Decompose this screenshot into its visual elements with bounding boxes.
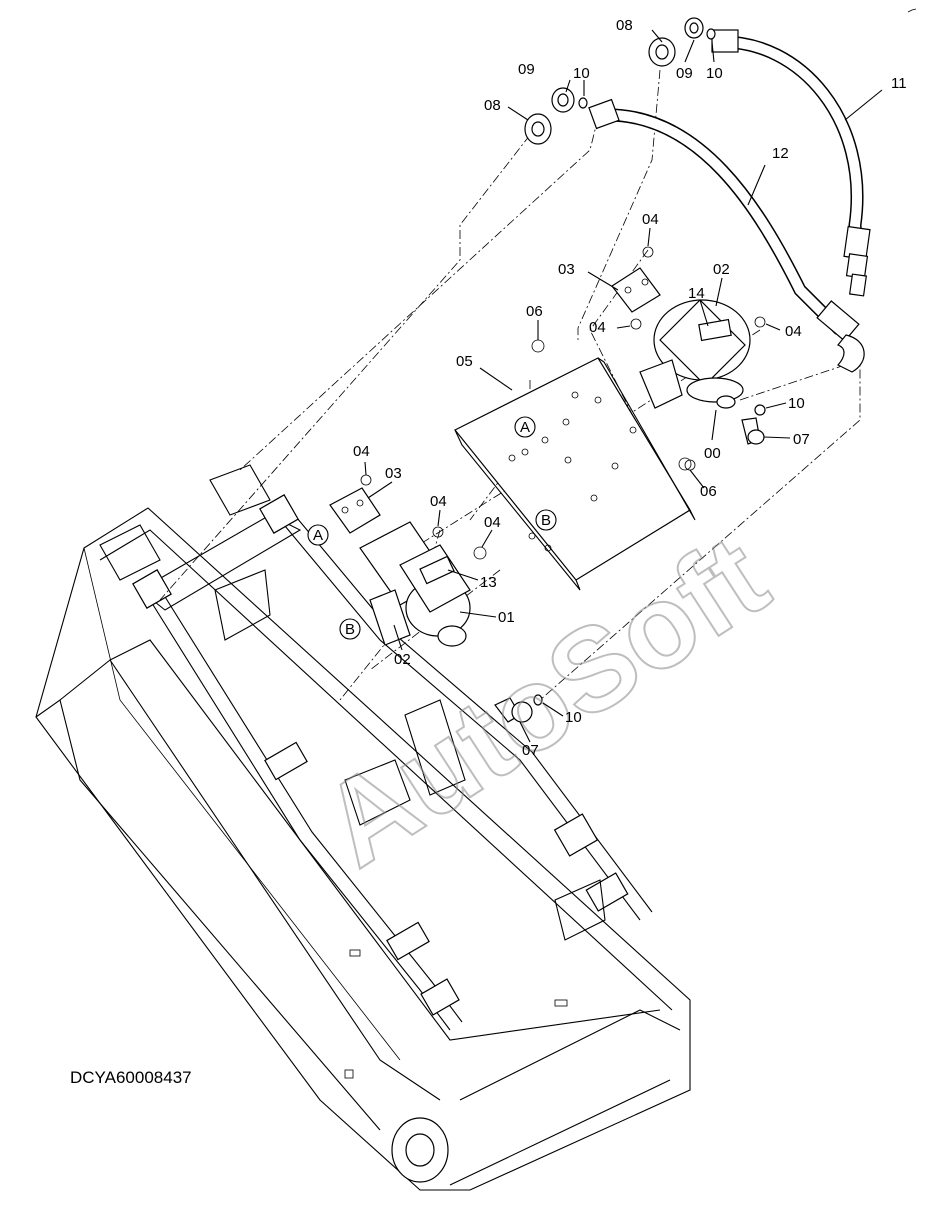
callout-03: 03: [385, 465, 402, 482]
boom-frame: [35, 464, 691, 1191]
callout-11: 11: [891, 75, 907, 92]
svg-text:A: A: [520, 419, 530, 436]
callout-13: 13: [480, 574, 497, 591]
adapter-09-right: [684, 17, 704, 39]
upper-valve: [531, 246, 766, 471]
nut-08-right: [648, 37, 676, 67]
svg-text:B: B: [541, 512, 551, 529]
callout-10: 10: [788, 395, 805, 412]
marker-b: B: [339, 618, 361, 640]
elbow-fittings: [494, 404, 766, 723]
callout-04: 04: [353, 443, 370, 460]
callout-00: 00: [704, 445, 721, 462]
marker-a: A: [514, 416, 536, 438]
callout-14: 14: [688, 285, 705, 302]
svg-text:A: A: [313, 527, 323, 544]
callout-10: 10: [565, 709, 582, 726]
lower-valve: [329, 474, 487, 647]
callout-04: 04: [430, 493, 447, 510]
callout-03: 03: [558, 261, 575, 278]
callout-10: 10: [706, 65, 723, 82]
callout-05: 05: [456, 353, 473, 370]
callout-02: 02: [713, 261, 730, 278]
callout-04: 04: [785, 323, 802, 340]
drawing-number: DCYA60008437: [70, 1068, 192, 1087]
callout-04: 04: [589, 319, 606, 336]
nut-08-left: [524, 113, 552, 145]
callout-04: 04: [642, 211, 659, 228]
mounting-plate: [454, 357, 696, 591]
marker-b: B: [535, 509, 557, 531]
top-fittings: [524, 17, 716, 145]
callout-08: 08: [484, 97, 501, 114]
callout-06: 06: [700, 483, 717, 500]
callout-06: 06: [526, 303, 543, 320]
oring-10-right: [706, 28, 716, 40]
callout-04: 04: [484, 514, 501, 531]
leader-lines: [364, 29, 883, 743]
callout-02: 02: [394, 651, 411, 668]
callouts: 08 09 10 08 08 09 10 11 12 04 03 02 14 0…: [353, 17, 907, 759]
callout-07: 07: [522, 742, 539, 759]
callout-10: 10: [573, 65, 590, 82]
adapter-09-left: [551, 87, 575, 113]
reference-markers: A B A B: [307, 416, 557, 640]
marker-a: A: [307, 524, 329, 546]
callout-09: 09: [518, 61, 535, 78]
callout-07: 07: [793, 431, 810, 448]
callout-01: 01: [498, 609, 515, 626]
corner-mark: [907, 8, 917, 13]
callout-12: 12: [772, 145, 789, 162]
callout-09: 09: [676, 65, 693, 82]
callout-08: 08: [616, 17, 633, 34]
oring-10-left: [578, 97, 588, 109]
svg-text:B: B: [345, 621, 355, 638]
hoses: [588, 29, 871, 373]
